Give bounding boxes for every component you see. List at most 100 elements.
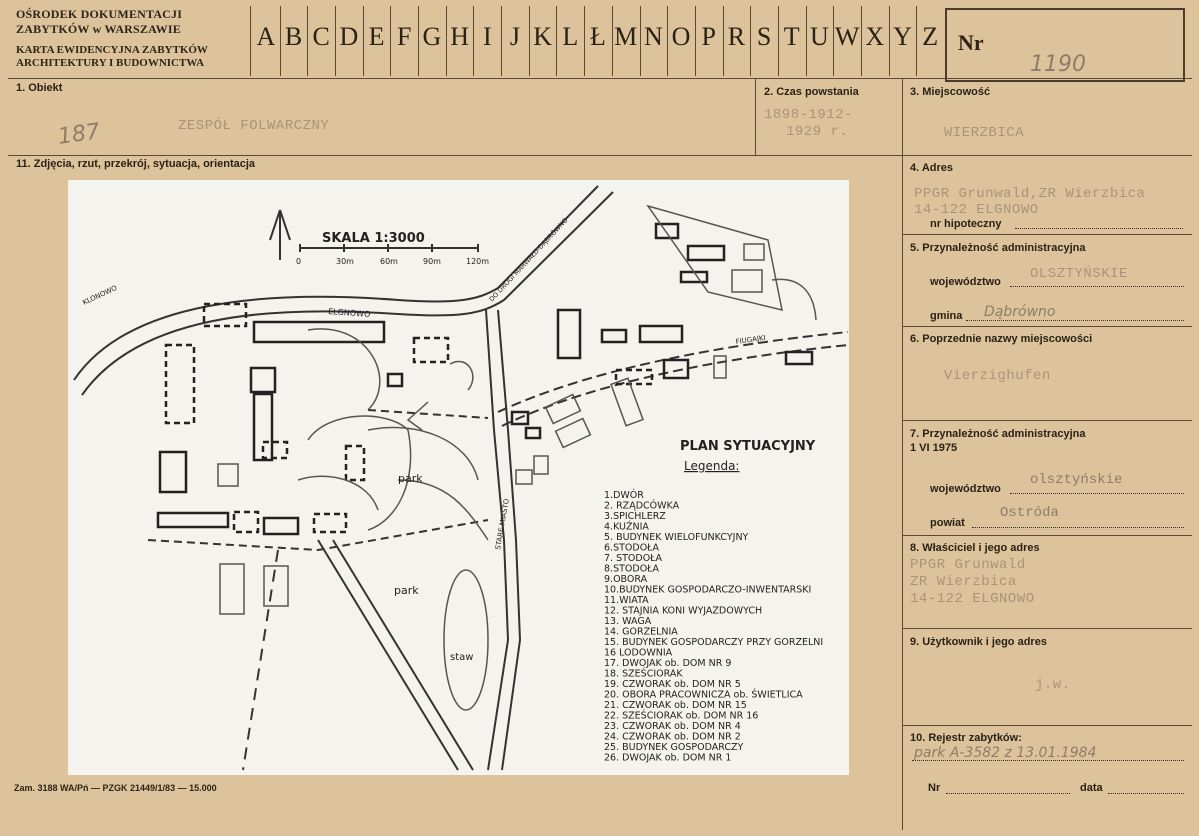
building-2 [312, 512, 348, 534]
index-letter: N [643, 22, 663, 51]
miejscowosc-value: WIERZBICA [944, 125, 1025, 141]
card-title-line1: KARTA EWIDENCYJNA ZABYTKÓW [16, 44, 208, 56]
scale-tick-0: 0 [296, 257, 301, 266]
building-12 [261, 440, 289, 460]
print-footer: Zam. 3188 WA/Pń — PZGK 21449/1/83 — 15.0… [14, 783, 217, 793]
building-6 [158, 450, 188, 494]
north-arrow-icon [269, 209, 291, 260]
rejestr-value: park A-3582 z 13.01.1984 [914, 745, 1097, 761]
index-letter: K [533, 22, 553, 51]
building-10 [249, 366, 277, 394]
building-8 [202, 302, 248, 328]
powiat-label: powiat [930, 517, 965, 529]
gmina-label: gmina [930, 310, 963, 322]
index-letter: D [339, 22, 359, 51]
legend-item: 3.SPICHLERZ [604, 511, 666, 522]
scale-tick-60: 60m [380, 257, 398, 266]
building-3 [262, 516, 300, 536]
index-letter: H [450, 22, 469, 51]
label-staw: staw [450, 652, 473, 663]
czas-line2: 1929 r. [786, 124, 849, 140]
scale-tick-30: 30m [336, 257, 354, 266]
institution-line1: OŚRODEK DOKUMENTACJI [16, 7, 183, 21]
legend-item: 26. DWOJAK ob. DOM NR 1 [604, 753, 731, 764]
building-4 [232, 510, 260, 534]
scale-tick-90: 90m [423, 257, 441, 266]
legend-item: 21. CZWORAK ob. DOM NR 15 [604, 700, 747, 711]
nr-label: Nr [958, 30, 984, 55]
building-17 [510, 410, 530, 426]
building-23 [784, 350, 814, 366]
hipoteczny-label: nr hipoteczny [930, 218, 1002, 230]
index-letter: C [312, 22, 330, 51]
adres-line2: 14-122 ELGNOWO [914, 202, 1039, 218]
rejestr-nr-label: Nr [928, 782, 941, 794]
legend-item: 4.KUŹNIA [604, 521, 649, 533]
legend-item: 5. BUDYNEK WIELOFUNKCYJNY [604, 532, 749, 543]
legend-item: 7. STODOŁA [604, 553, 663, 564]
building-24 [686, 244, 726, 262]
legend-item: 19. CZWORAK ob. DOM NR 5 [604, 679, 741, 690]
legend-item: 16 LODOWNIA [604, 648, 673, 659]
index-letter: O [671, 22, 691, 51]
legend-item: 17. DWOJAK ob. DOM NR 9 [604, 658, 731, 669]
label-park-1: park [398, 472, 423, 485]
legend-item: 10.BUDYNEK GOSPODARCZO-INWENTARSKI [604, 585, 811, 596]
pond [443, 569, 489, 711]
label-klonowo: KLONOWO [81, 284, 118, 307]
gmina-value: Dąbrówno [984, 304, 1056, 320]
legend-item: 2. RZĄDCÓWKA [604, 500, 680, 512]
wlasciciel-line3: 14-122 ELGNOWO [910, 591, 1035, 607]
obiekt-label: 1. Obiekt [16, 82, 63, 94]
plan-title: PLAN SYTUACYJNY [680, 439, 816, 454]
index-letter: I [482, 22, 492, 51]
institution-line2: ZABYTKÓW w WARSZAWIE [16, 22, 181, 36]
adres-label: 4. Adres [910, 162, 954, 174]
wlasciciel-line1: PPGR Grunwald [910, 557, 1026, 573]
building-1 [344, 444, 366, 482]
legend-item: 24. CZWORAK ob. DOM NR 2 [604, 732, 741, 743]
powiat-value: Ostróda [1000, 505, 1059, 521]
index-letter: E [368, 22, 385, 51]
index-letter: Ł [590, 22, 606, 51]
legend-item: 23. CZWORAK ob. DOM NR 4 [604, 721, 741, 732]
czas-line1: 1898-1912- [764, 107, 854, 123]
index-letter: M [614, 22, 638, 51]
label-stare-miasto: STARE MIASTO [494, 498, 511, 551]
index-letter: G [422, 22, 442, 51]
poprzednie-label: 6. Poprzednie nazwy miejscowości [910, 333, 1093, 345]
rejestr-label: 10. Rejestr zabytków: [910, 732, 1022, 744]
index-letter: S [756, 22, 772, 51]
building-11 [252, 392, 274, 462]
index-letter: Y [893, 22, 912, 51]
building-26 [654, 222, 680, 240]
building-18 [614, 368, 654, 386]
poprzednie-value: Vierzighufen [944, 368, 1051, 384]
index-letter: A [256, 22, 276, 51]
site-plan-photo: SKALA 1:3000 0 30m 60m 90m 120m ELGNOWO … [68, 180, 849, 775]
index-letter: W [834, 22, 860, 51]
wlasciciel-line2: ZR Wierzbica [910, 574, 1017, 590]
miejscowosc-label: 3. Miejscowość [910, 86, 991, 98]
index-letter: X [865, 22, 885, 51]
building-19 [662, 358, 690, 380]
label-road-dobrowno: DO DROGI MARWAŁD-DĄBRÓWNO [487, 216, 570, 304]
wlasciciel-label: 8. Właściciel i jego adres [910, 542, 1040, 554]
building-20 [556, 308, 582, 360]
building-5 [156, 511, 230, 529]
scale-tick-120: 120m [466, 257, 489, 266]
legend-item: 1.DWÓR [604, 489, 644, 501]
building-13 [386, 372, 404, 388]
obiekt-value: ZESPÓŁ FOLWARCZNY [178, 118, 330, 134]
nr-value: 1190 [1030, 52, 1086, 77]
czas-label: 2. Czas powstania [764, 86, 859, 98]
legend-item: 13. WAGA [604, 616, 652, 627]
label-elgnowo: ELGNOWO [328, 307, 371, 319]
index-letter: Z [922, 22, 939, 51]
label-park-2: park [394, 584, 419, 597]
wojewodztwo-value: OLSZTYŃSKIE [1030, 266, 1128, 282]
index-letter: L [562, 22, 579, 51]
uzytkownik-value: j.w. [1035, 677, 1071, 693]
legend-item: 14. GORZELNIA [604, 627, 678, 638]
